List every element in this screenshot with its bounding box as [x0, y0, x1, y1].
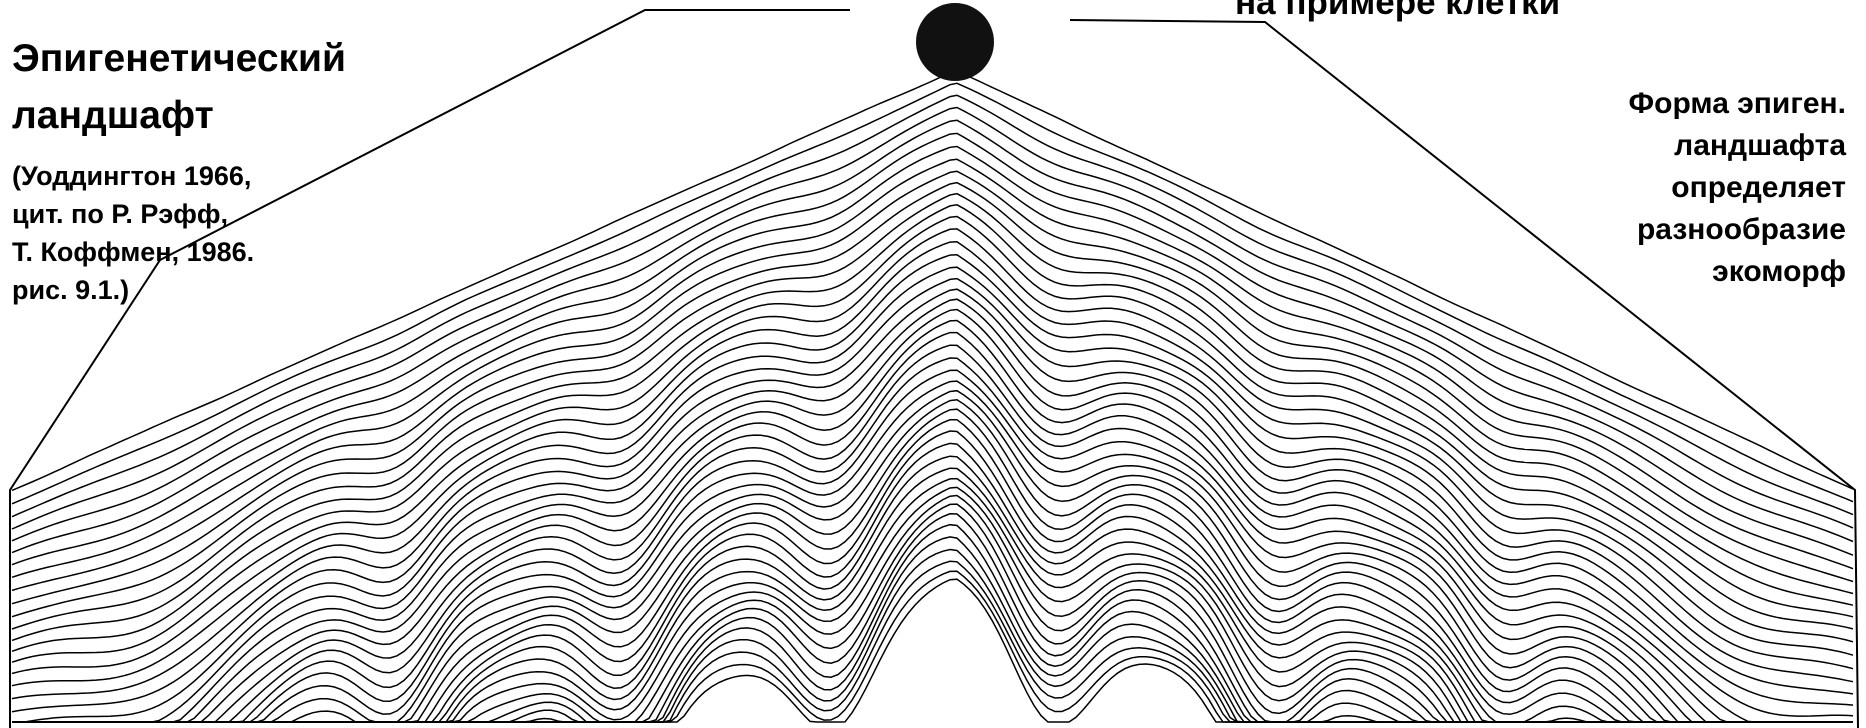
right-note-line: Форма эпиген. [1629, 83, 1846, 125]
contour-line [12, 159, 1853, 581]
contour-line [12, 267, 1853, 694]
contour-line [12, 333, 1853, 722]
contour-line [12, 358, 1853, 722]
right-note: Форма эпиген. ландшафта определяет разно… [1629, 83, 1846, 293]
contour-line [12, 83, 1853, 504]
citation-line: (Уоддингтон 1966, [12, 157, 254, 195]
citation-line: рис. 9.1.) [12, 271, 254, 309]
contour-line [12, 561, 1853, 722]
right-note-line: определяет [1629, 167, 1846, 209]
contour-line [12, 108, 1853, 530]
contour-line [12, 229, 1853, 655]
contour-line [12, 242, 1853, 669]
right-note-line: экоморф [1629, 251, 1846, 293]
citation-line: Т. Коффмен, 1986. [12, 233, 254, 271]
contour-line [12, 147, 1853, 569]
contour-line [12, 321, 1853, 723]
contour-line [12, 279, 1853, 705]
citation-line: цит. по Р. Рэфф, [12, 195, 254, 233]
contour-line [12, 400, 1853, 722]
right-note-line: разнообразие [1629, 209, 1846, 251]
right-note-line: ландшафта [1629, 125, 1846, 167]
contour-line [12, 420, 1853, 722]
left-title-line-1: Эпигенетический [12, 30, 346, 87]
left-title: Эпигенетический ландшафт [12, 30, 346, 144]
ball [916, 3, 994, 81]
left-title-line-2: ландшафт [12, 87, 346, 144]
header-fragment: на примере клетки [1235, 0, 1560, 23]
landscape-contour-lines [12, 71, 1853, 722]
contour-line [12, 133, 1853, 555]
contour-line [12, 579, 1853, 722]
contour-line [12, 95, 1853, 516]
left-citation: (Уоддингтон 1966, цит. по Р. Рэфф, Т. Ко… [12, 157, 254, 309]
